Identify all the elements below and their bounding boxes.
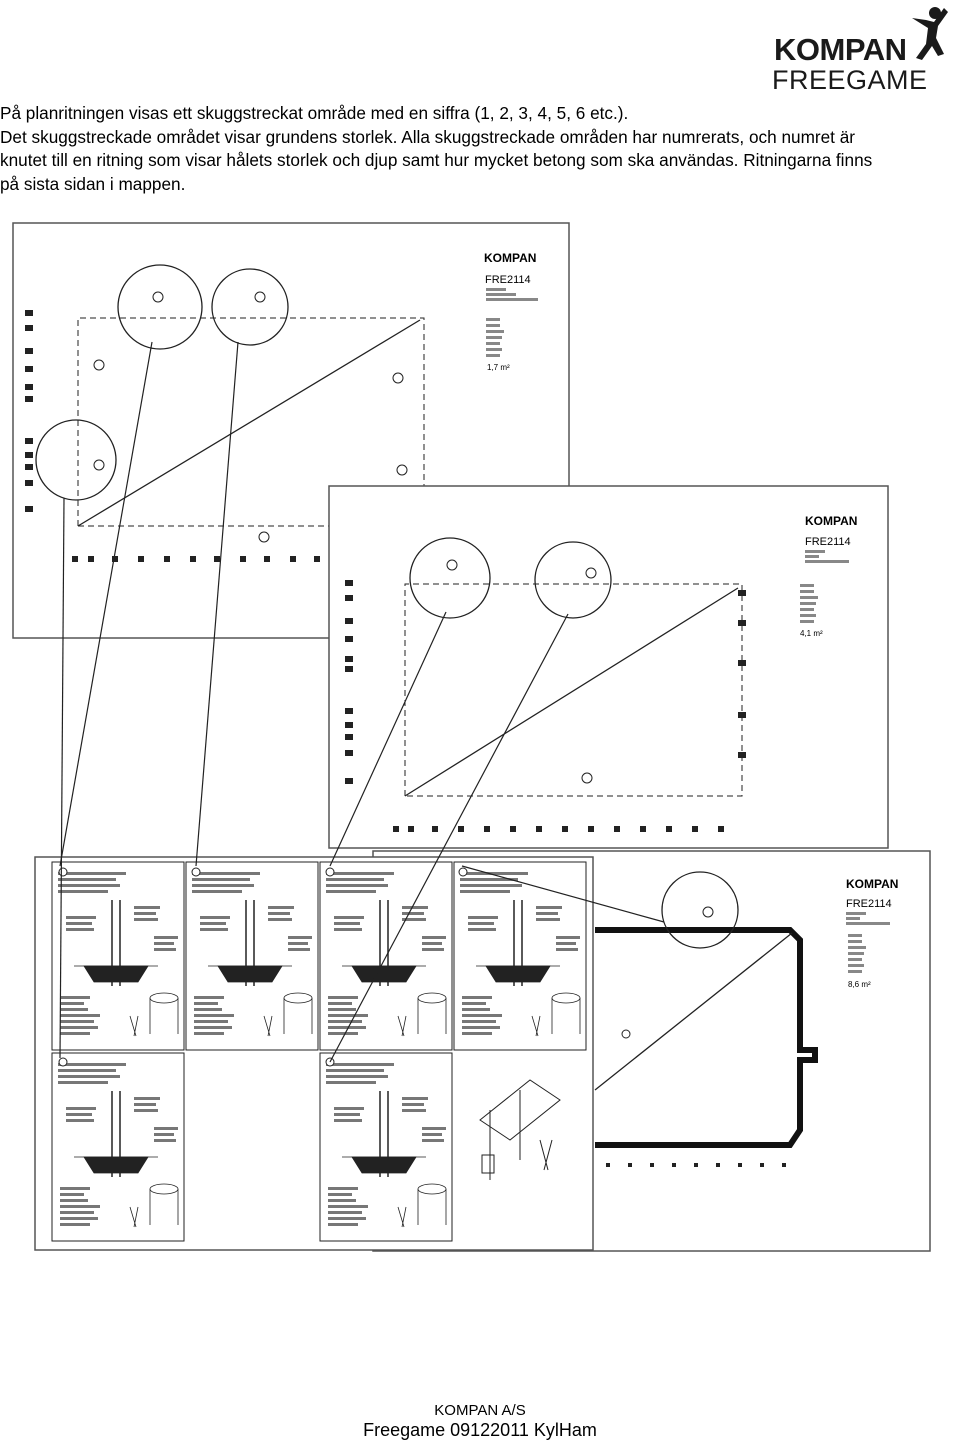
drawing-sheet-2: KOMPAN FRE2114 4,1 m² bbox=[328, 485, 889, 849]
intro-line: På planritningen visas ett skuggstreckat… bbox=[0, 103, 629, 123]
logo-wordmark: KOMPAN bbox=[774, 32, 907, 67]
sheet-code: FRE2114 bbox=[805, 536, 851, 548]
sheet-brand: KOMPAN bbox=[846, 877, 898, 891]
sheet-code: FRE2114 bbox=[846, 898, 892, 910]
intro-line: på sista sidan i mappen. bbox=[0, 173, 186, 194]
intro-text: På planritningen visas ett skuggstreckat… bbox=[0, 102, 958, 196]
jumping-figure-icon bbox=[912, 7, 948, 60]
intro-line: Det skuggstreckade området visar grunden… bbox=[0, 126, 856, 147]
kompan-logo: KOMPAN FREEGAME bbox=[770, 4, 950, 96]
sheet-area: 4,1 m² bbox=[800, 629, 823, 638]
sheet-brand: KOMPAN bbox=[484, 251, 536, 265]
foundation-detail-sheet bbox=[34, 856, 594, 1251]
intro-line: knutet till en ritning som visar hålets … bbox=[0, 150, 873, 170]
sheet-area: 1,7 m² bbox=[487, 363, 510, 372]
logo-subtext: FREEGAME bbox=[772, 65, 928, 95]
footer-company: KOMPAN A/S bbox=[434, 1402, 526, 1419]
sheet-code: FRE2114 bbox=[485, 274, 531, 286]
footer-info: Freegame 09122011 KylHam bbox=[363, 1420, 597, 1440]
sheet-area: 8,6 m² bbox=[848, 980, 871, 989]
sheet-brand: KOMPAN bbox=[805, 514, 857, 528]
